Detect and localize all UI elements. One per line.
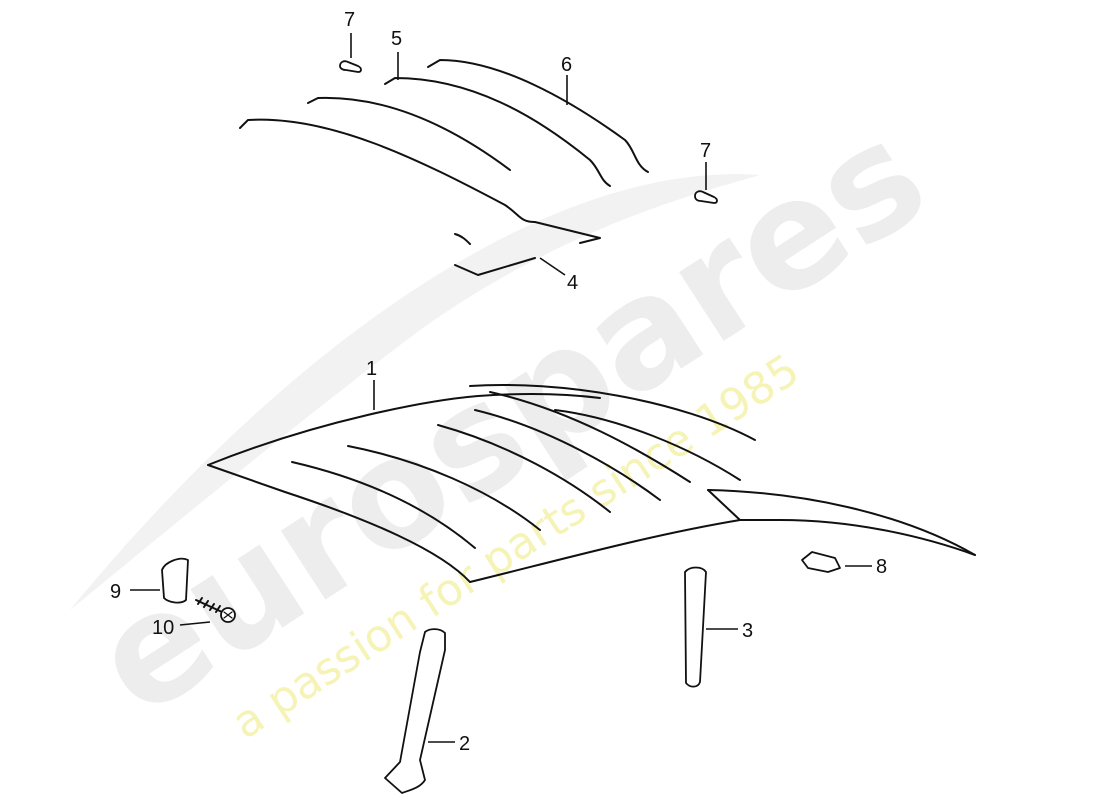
screw-10 — [195, 597, 236, 623]
callout-7-top: 7 — [344, 9, 355, 31]
clip-8 — [801, 551, 841, 573]
callout-10: 10 — [152, 617, 174, 639]
callout-4: 4 — [567, 272, 578, 294]
callout-1: 1 — [366, 358, 377, 380]
pin-7-top — [339, 60, 362, 73]
roof-strip-6 — [427, 59, 649, 173]
watermark: eurospares a passion for parts since 198… — [65, 88, 955, 750]
roof-strip-4 — [239, 96, 601, 276]
callout-5: 5 — [391, 28, 402, 50]
callout-2: 2 — [459, 733, 470, 755]
callout-9: 9 — [110, 581, 121, 603]
callout-3: 3 — [742, 620, 753, 642]
bracket-9 — [161, 557, 189, 604]
watermark-logo-text: eurospares — [65, 88, 955, 750]
callout-6: 6 — [561, 54, 572, 76]
pillar-trim-3 — [684, 566, 707, 688]
callout-7-right: 7 — [700, 140, 711, 162]
callout-8: 8 — [876, 556, 887, 578]
pin-7-right — [694, 190, 718, 204]
callouts: 1 2 3 4 5 6 7 7 8 9 10 — [110, 9, 887, 755]
pillar-trim-2 — [384, 628, 446, 794]
leader-lines — [130, 33, 872, 743]
roof-strip-5 — [384, 77, 611, 187]
roof-panel-1 — [207, 383, 976, 583]
